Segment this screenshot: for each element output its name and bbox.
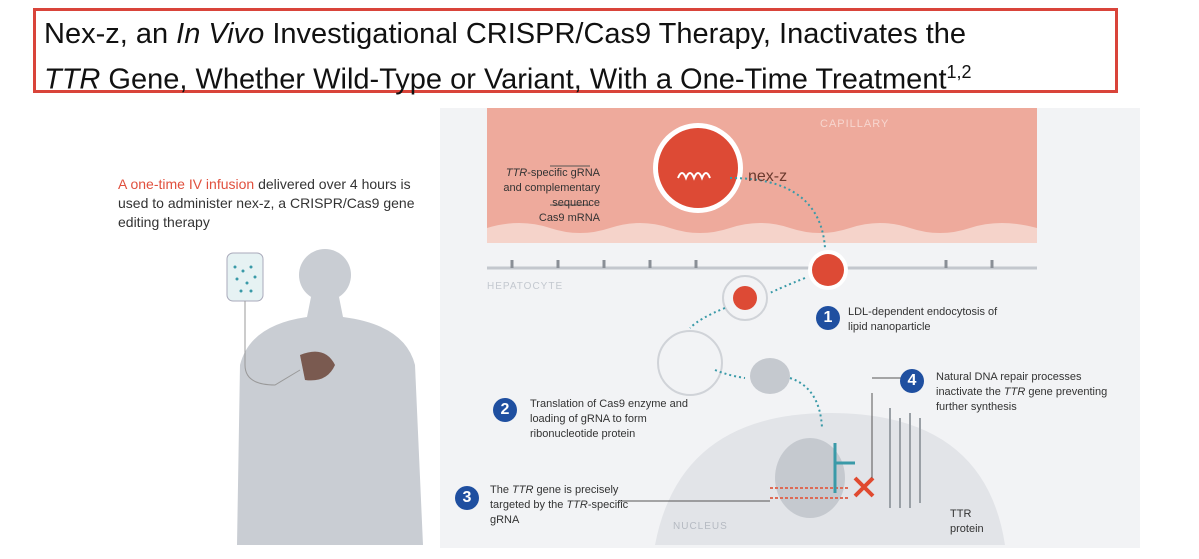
step-4-badge: 4	[900, 369, 924, 393]
t: Natural DNA repair processes inactivate …	[936, 371, 1082, 398]
t: -specific gRNA	[490, 499, 629, 526]
mechanism-diagram	[487, 123, 1037, 545]
step-2-text: Translation of Cas9 enzyme and loading o…	[530, 398, 688, 440]
t: TTR	[566, 499, 588, 511]
callout-cas9: Cas9 mRNA	[538, 212, 600, 224]
title-italic: In Vivo	[176, 18, 265, 50]
iv-bag-icon	[226, 252, 264, 302]
title-footnote: 1,2	[946, 62, 972, 82]
t: The	[490, 484, 513, 496]
capillary-region	[487, 108, 1037, 243]
ttr-protein-label: TTR protein	[950, 508, 984, 535]
t: gene preventing further synthesis	[936, 386, 1108, 413]
nanoparticle-icon	[658, 128, 738, 208]
step-3-text: The TTR gene is precisely targeted by th…	[490, 483, 630, 528]
human-silhouette-icon	[226, 249, 423, 545]
slide-title: Nex-z, an In Vivo Investigational CRISPR…	[33, 8, 1118, 96]
intro-text: A one-time IV infusion delivered over 4 …	[118, 175, 438, 232]
nanoparticle-callouts: TTR-specific gRNA and complementary sequ…	[480, 166, 600, 226]
ttr-protein-icon	[889, 408, 921, 508]
liver-icon	[300, 351, 335, 381]
title-text: Gene, Whether Wild-Type or Variant, With…	[100, 63, 947, 96]
step-4-text: Natural DNA repair processes inactivate …	[936, 370, 1111, 415]
title-text: Investigational CRISPR/Cas9 Therapy, Ina…	[264, 18, 967, 50]
hepatocyte-label: HEPATOCYTE	[487, 281, 564, 292]
step-1-badge: 1	[816, 306, 840, 330]
callout-complementary: and complementary	[503, 182, 600, 194]
nucleus-label: NUCLEUS	[673, 521, 728, 532]
intro-rest: delivered over 4 hours is used to admini…	[118, 176, 415, 230]
title-text: Nex-z, an	[44, 18, 177, 50]
t: gene is precisely targeted by the	[490, 484, 619, 511]
callout-sequence: sequence	[552, 197, 600, 209]
t: TTR	[1003, 386, 1026, 398]
t: TTR	[512, 484, 534, 496]
step-3-badge: 3	[455, 486, 479, 510]
step-1-text: LDL-dependent endocytosis of lipid nanop…	[848, 306, 998, 333]
callout-grna: -specific gRNA	[527, 167, 600, 179]
x-mark-icon	[853, 476, 875, 498]
capillary-label: CAPILLARY	[820, 118, 890, 130]
intro-highlight: A one-time IV infusion	[118, 176, 255, 192]
callout-italic: TTR	[505, 167, 528, 179]
nexz-label: nex-z	[748, 168, 788, 185]
title-italic: TTR	[44, 63, 101, 96]
step-2-badge: 2	[493, 398, 517, 422]
